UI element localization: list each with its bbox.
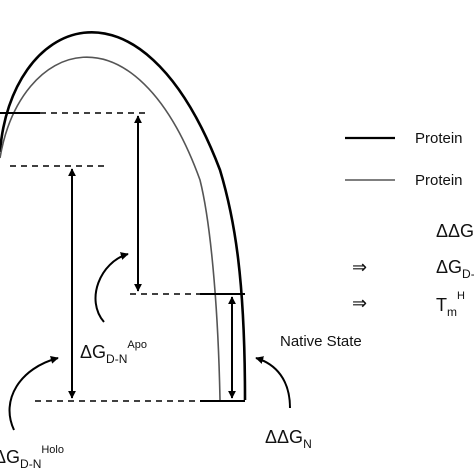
native-state-label: Native State bbox=[280, 333, 362, 350]
holo-dg-label: ΔGD-NHolo bbox=[0, 444, 64, 471]
holo-pointer-arrow bbox=[8, 355, 59, 431]
right-dg-label: ΔGD- bbox=[436, 257, 474, 281]
implies-arrow-1: ⇒ bbox=[352, 257, 367, 277]
holo-energy-curve bbox=[0, 31, 247, 401]
apo-energy-curve bbox=[0, 56, 221, 401]
ddg-native-label: ΔΔGN bbox=[265, 427, 312, 451]
legend-holo-label: Protein bbox=[415, 130, 463, 147]
legend-apo-label: Protein bbox=[415, 172, 463, 189]
apo-pointer-arrow bbox=[94, 252, 129, 323]
apo-dg-label: ΔGD-NApo bbox=[80, 339, 147, 366]
implies-arrow-2: ⇒ bbox=[352, 293, 367, 313]
right-tm-label: TmH bbox=[436, 290, 465, 319]
ddg-pointer-arrow bbox=[255, 356, 291, 409]
right-ddg-label: ΔΔG bbox=[436, 221, 474, 241]
